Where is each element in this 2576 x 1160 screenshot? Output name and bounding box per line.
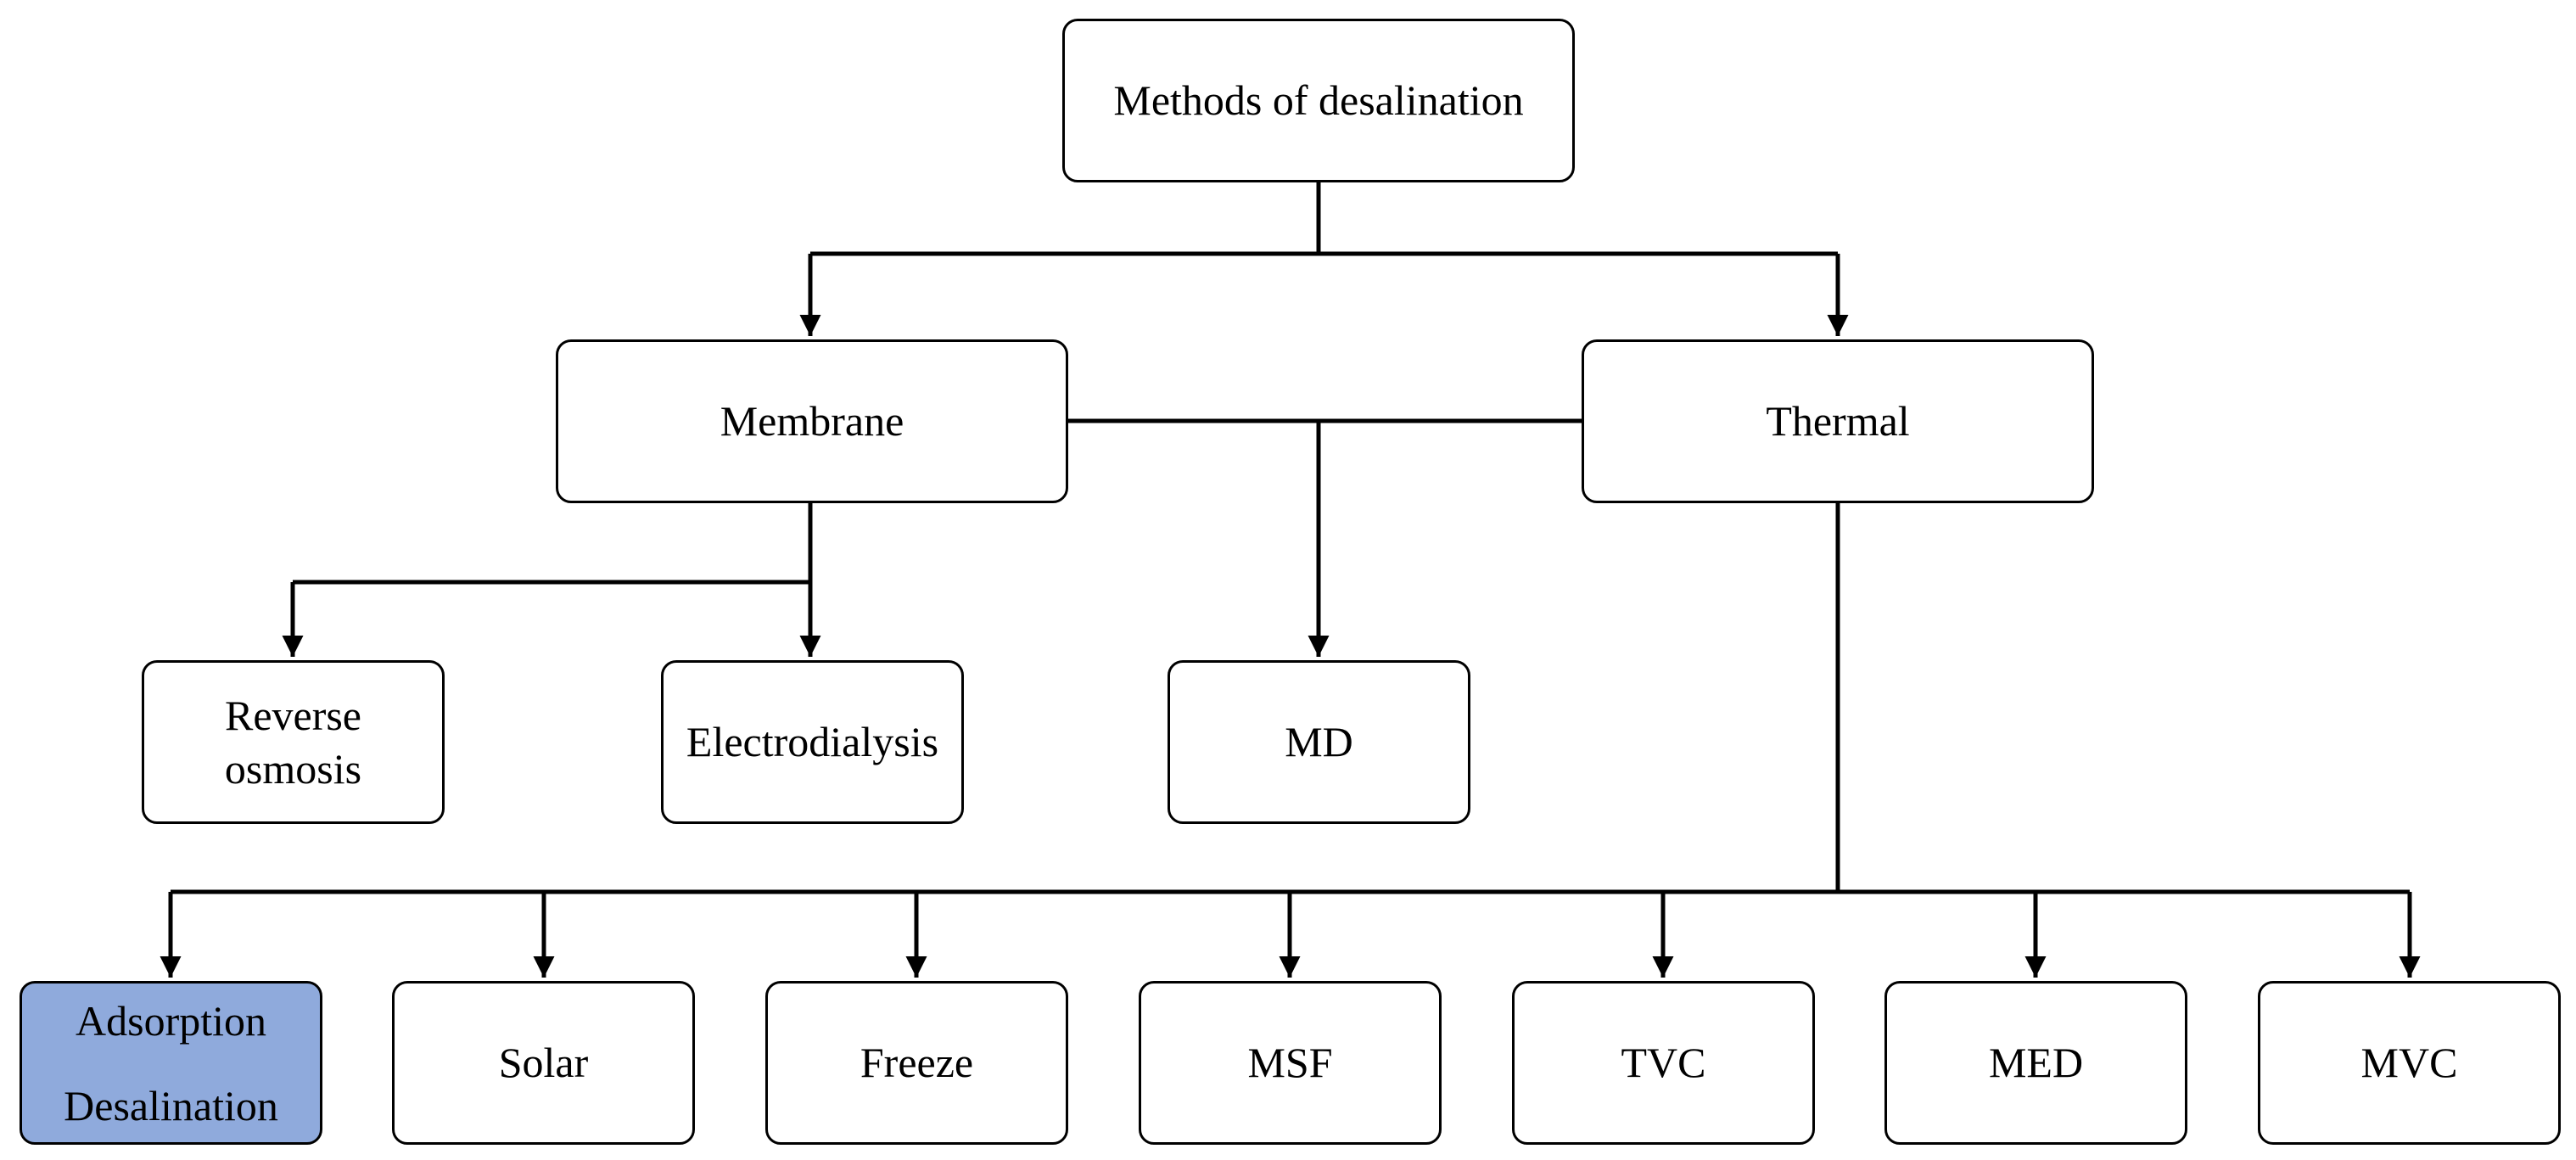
node-msf: MSF	[1139, 981, 1442, 1145]
node-reverse-osmosis: Reverse osmosis	[142, 660, 445, 824]
node-membrane: Membrane	[556, 339, 1068, 503]
node-med: MED	[1884, 981, 2187, 1145]
node-label: Methods of desalination	[1113, 76, 1524, 125]
node-label: MD	[1285, 718, 1353, 766]
node-adsorption-desalination: Adsorption Desalination	[20, 981, 322, 1145]
node-md: MD	[1168, 660, 1470, 824]
node-label: MSF	[1247, 1039, 1333, 1087]
node-label: Solar	[498, 1039, 589, 1087]
node-label-line2: osmosis	[224, 744, 362, 793]
node-label: MVC	[2360, 1039, 2458, 1087]
node-methods-of-desalination: Methods of desalination	[1062, 19, 1575, 182]
node-label: Freeze	[860, 1039, 974, 1087]
node-tvc: TVC	[1512, 981, 1815, 1145]
node-mvc: MVC	[2258, 981, 2561, 1145]
node-freeze: Freeze	[765, 981, 1068, 1145]
node-electrodialysis: Electrodialysis	[661, 660, 964, 824]
node-label: Thermal	[1766, 397, 1910, 446]
node-thermal: Thermal	[1582, 339, 2094, 503]
node-solar: Solar	[392, 981, 695, 1145]
node-label-line1: Reverse	[224, 692, 362, 739]
node-label-line2: Desalination	[64, 1081, 278, 1129]
node-label: Electrodialysis	[686, 718, 939, 766]
node-label: MED	[1988, 1039, 2084, 1087]
node-label: Membrane	[720, 397, 904, 446]
node-label: TVC	[1621, 1039, 1706, 1087]
node-label-line1: Adsorption	[76, 996, 266, 1045]
